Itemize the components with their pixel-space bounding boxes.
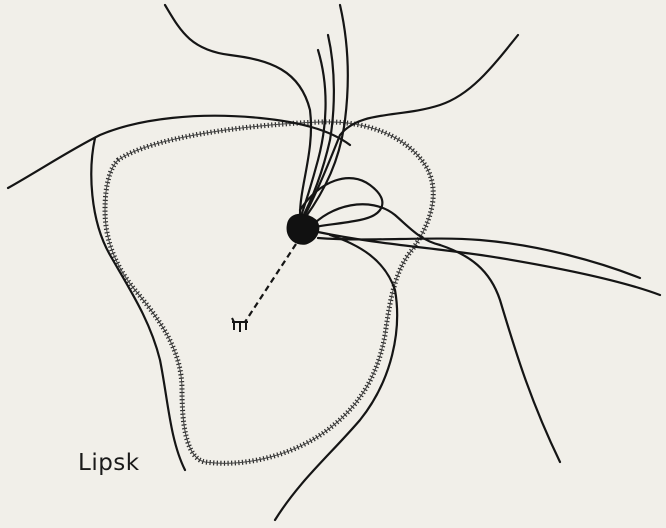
road-west [8, 116, 350, 188]
town-outline-hatch [105, 122, 433, 463]
road-west-branch [91, 138, 185, 470]
road-top-left [165, 5, 311, 215]
road-top-right [305, 35, 518, 215]
place-label: Lipsk [78, 450, 140, 476]
road-east-2 [318, 238, 640, 278]
dashed-path [245, 244, 296, 322]
road-south [275, 235, 397, 520]
road-southeast [440, 245, 560, 462]
town-outline-edge [105, 122, 433, 463]
settlement-marker [287, 214, 319, 244]
